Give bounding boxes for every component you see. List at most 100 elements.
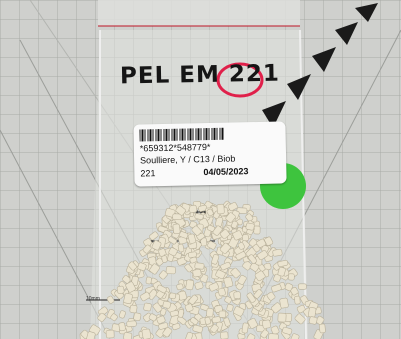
pellet (308, 316, 318, 325)
pellet (106, 295, 115, 304)
pellet (249, 262, 260, 272)
pellet (219, 229, 230, 239)
pellet (227, 202, 238, 212)
pellet (206, 208, 214, 217)
pellet (211, 316, 221, 324)
pellet (253, 225, 261, 235)
pellet (156, 315, 166, 324)
pellet (319, 323, 326, 334)
pellet (140, 291, 151, 302)
pellet (211, 254, 220, 265)
triangle-markers (262, 3, 378, 128)
pellet (149, 231, 159, 241)
pellet (271, 284, 282, 293)
pellet (176, 315, 187, 325)
pellet (169, 292, 177, 300)
pellet (225, 212, 236, 223)
pellet (252, 244, 261, 253)
pellet (122, 275, 131, 284)
pellet (262, 319, 271, 329)
pellet (210, 324, 219, 333)
pellet (172, 213, 183, 221)
pellet (198, 204, 208, 212)
pellet (185, 331, 194, 339)
pellet (177, 309, 185, 318)
pellet (125, 281, 136, 293)
pellet (294, 295, 301, 305)
pellet (270, 325, 280, 335)
pellet (116, 285, 125, 294)
pellet (191, 225, 202, 236)
ruler-mark-text: 10mm (86, 296, 100, 302)
handwritten-prefix: PEL EM (119, 61, 221, 90)
pellet (247, 317, 258, 329)
pellet (266, 291, 276, 301)
pellet (185, 279, 195, 291)
pellet (158, 270, 168, 280)
pellet (233, 306, 245, 317)
pellet (172, 223, 181, 235)
pellet (123, 332, 133, 339)
pellet (220, 331, 229, 339)
pellet (231, 220, 238, 229)
pellet (188, 294, 199, 305)
pellet (219, 242, 231, 254)
pellet (194, 262, 205, 270)
pellet (142, 244, 152, 254)
pellet (145, 276, 152, 285)
pellet (194, 213, 204, 220)
pellet (253, 289, 263, 299)
pellet (206, 308, 214, 318)
pellet (277, 259, 289, 267)
pellet (184, 303, 194, 313)
pellet-pile (79, 200, 326, 339)
pellet (218, 310, 227, 318)
pellet (161, 255, 168, 263)
sample-number: 221 (140, 168, 156, 179)
pellet (156, 284, 167, 294)
pellet (223, 317, 231, 327)
pellet (245, 222, 255, 231)
pellet (268, 333, 279, 339)
pellet (177, 243, 185, 253)
pellet (190, 317, 199, 325)
pellet (208, 282, 219, 292)
pellet (232, 230, 243, 241)
handwritten-number: 221 (228, 60, 281, 88)
pellet (294, 313, 306, 325)
pellet (241, 322, 249, 334)
pellet (282, 326, 293, 335)
pellet (235, 251, 247, 261)
pellet (148, 313, 158, 322)
pellet (290, 286, 299, 296)
pellet (129, 304, 138, 314)
pellet (246, 333, 256, 339)
barcode-text: *659312*548779* (139, 141, 211, 154)
pellet (279, 297, 289, 309)
pellet (217, 287, 226, 297)
pellet (204, 316, 211, 325)
pellet (254, 270, 266, 282)
pellet (233, 291, 241, 300)
pellet (192, 269, 202, 278)
pellet (128, 261, 137, 271)
pellet (215, 269, 226, 280)
pellet (158, 322, 169, 330)
pellet (245, 213, 254, 222)
pellet (86, 331, 96, 339)
barcode-image (139, 127, 224, 142)
sample-date: 04/05/2023 (203, 166, 249, 178)
pellet (176, 283, 184, 291)
pellet (133, 312, 142, 321)
pellet (110, 313, 118, 321)
pellet (171, 323, 181, 331)
pellet (246, 292, 256, 303)
pellet (184, 263, 193, 273)
pellet (189, 256, 198, 264)
pellet (288, 273, 295, 281)
pellet (118, 322, 126, 332)
pellet (216, 203, 225, 215)
pellet (105, 329, 115, 339)
pellet (308, 307, 317, 318)
pellet (260, 329, 269, 339)
